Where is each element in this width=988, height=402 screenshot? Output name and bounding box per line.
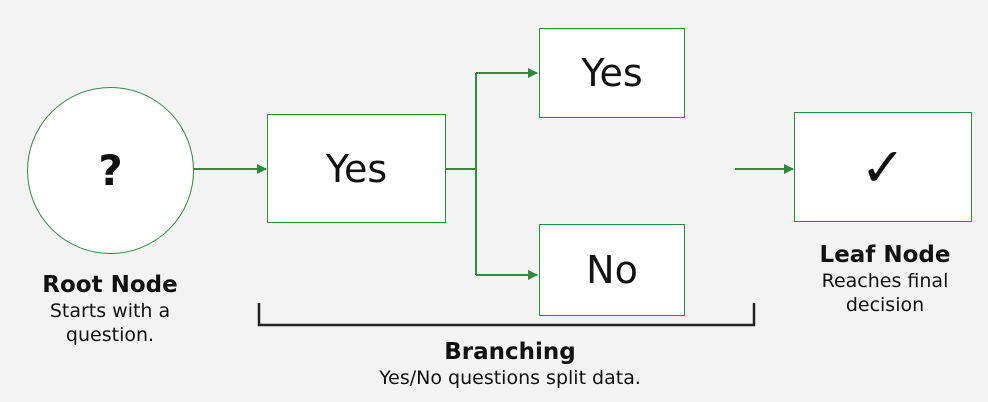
branching-caption: Branching Yes/No questions split data. <box>330 338 690 390</box>
leaf-node-caption: Leaf Node Reaches final decision <box>795 241 975 317</box>
leaf-node-title: Leaf Node <box>819 242 951 268</box>
branching-desc: Yes/No questions split data. <box>379 367 641 389</box>
root-node-desc-line1: Starts with a <box>49 300 171 322</box>
no-box: No <box>539 224 685 316</box>
branch-yes-label: Yes <box>325 146 388 191</box>
checkmark-icon: ✓ <box>860 135 906 199</box>
leaf-node-desc-line2: decision <box>845 294 925 316</box>
root-node-desc-line2: question. <box>65 324 155 346</box>
branching-title: Branching <box>444 339 576 365</box>
branch-yes-box: Yes <box>267 114 446 223</box>
yes-box: Yes <box>539 28 685 118</box>
no-label: No <box>586 248 638 292</box>
root-node-title: Root Node <box>42 272 178 298</box>
yes-label: Yes <box>581 51 643 95</box>
leaf-node-desc-line1: Reaches final <box>821 270 949 292</box>
root-node-caption: Root Node Starts with a question. <box>20 271 200 347</box>
question-mark-icon: ? <box>98 146 123 195</box>
branching-bracket <box>257 303 756 327</box>
root-node-circle: ? <box>27 87 194 254</box>
leaf-node-box: ✓ <box>794 112 972 222</box>
